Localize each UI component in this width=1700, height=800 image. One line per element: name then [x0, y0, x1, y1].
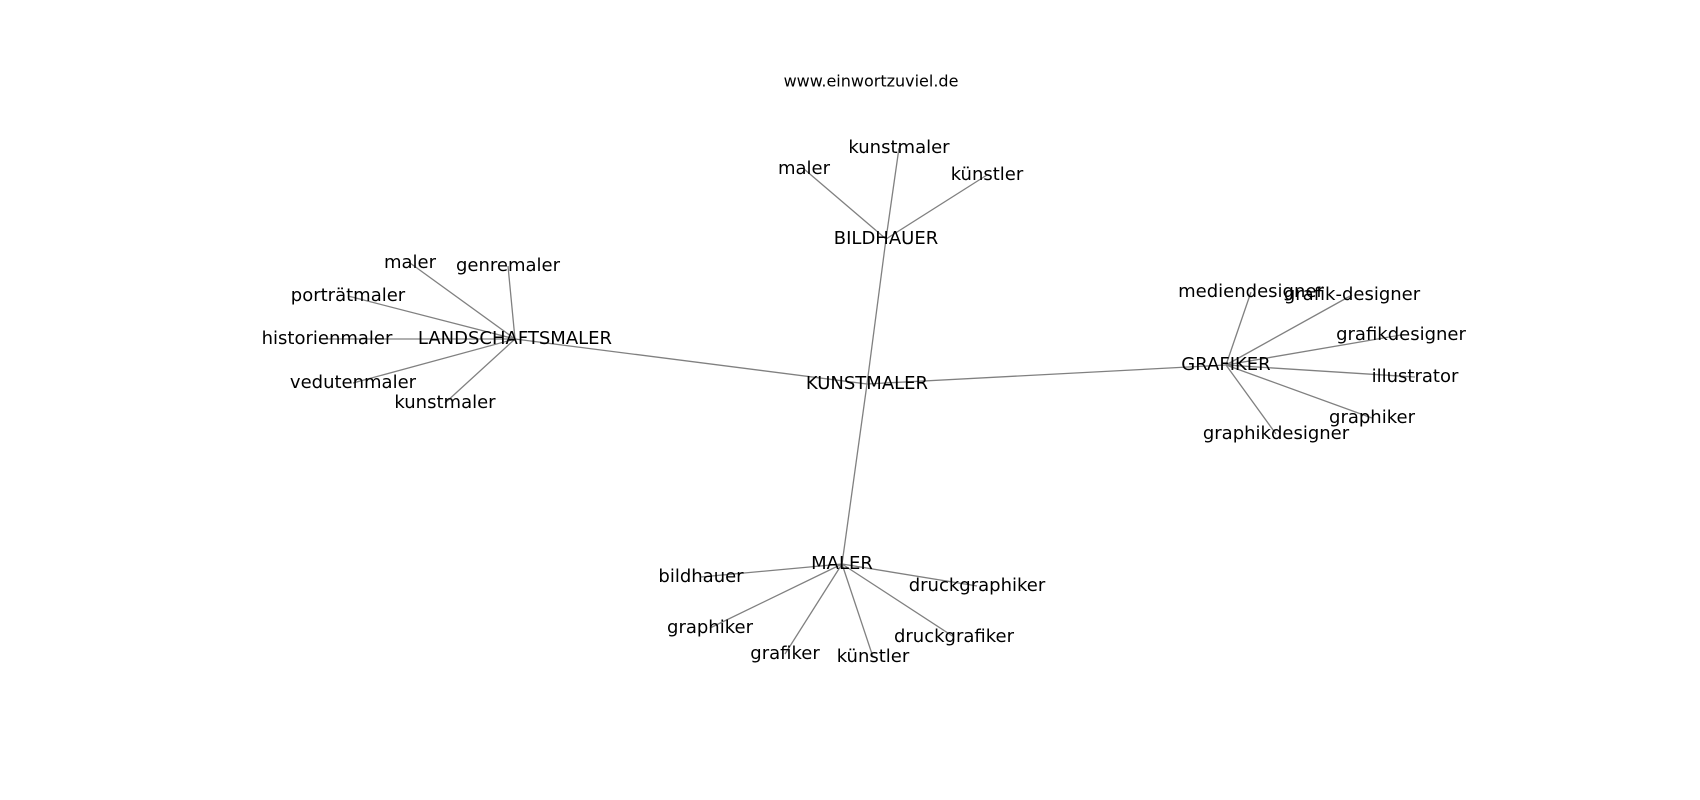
- edge-landschaftsmaler_hub-l_portraetmaler: [347, 295, 516, 340]
- node-label-l-portraetmaler: porträtmaler: [291, 285, 406, 306]
- edge-grafiker_hub-g_illustrator: [1225, 364, 1416, 378]
- node-label-g-graphikdesigner: graphikdesigner: [1203, 423, 1350, 444]
- edge-grafiker_hub-g_graphiker: [1225, 364, 1373, 419]
- node-label-m-druckgraphiker: druckgraphiker: [909, 575, 1046, 596]
- site-url-label: www.einwortzuviel.de: [784, 72, 959, 91]
- node-label-g-grafik-designer: grafik-designer: [1284, 284, 1421, 305]
- node-label-b-kunstmaler: kunstmaler: [848, 137, 950, 158]
- edge-kunstmaler_root-grafiker_hub: [866, 364, 1227, 385]
- node-label-g-illustrator: illustrator: [1372, 366, 1459, 387]
- node-label-grafiker-hub: GRAFIKER: [1181, 354, 1270, 375]
- node-label-l-maler: maler: [384, 252, 437, 273]
- edge-bildhauer_hub-b_kunstmaler: [885, 147, 900, 240]
- edge-grafiker_hub-g_grafikdesigner: [1225, 334, 1402, 366]
- edge-kunstmaler_root-maler_hub: [841, 383, 868, 565]
- node-label-landschaftsmaler-hub: LANDSCHAFTSMALER: [418, 328, 612, 349]
- edge-maler_hub-m_druckgraphiker: [841, 563, 978, 587]
- edge-grafiker_hub-g_grafik_designer: [1225, 294, 1353, 366]
- node-label-kunstmaler-root: KUNSTMALER: [806, 373, 928, 394]
- node-label-maler-hub: MALER: [811, 553, 873, 574]
- edge-maler_hub-m_druckgrafiker: [841, 563, 955, 638]
- edge-kunstmaler_root-landschaftsmaler_hub: [514, 338, 868, 385]
- node-label-g-graphiker: graphiker: [1329, 407, 1416, 428]
- edge-maler_hub-m_graphiker: [709, 563, 843, 629]
- edge-bildhauer_hub-b_maler: [803, 168, 887, 240]
- node-label-l-vedutenmaler: vedutenmaler: [290, 372, 417, 393]
- node-label-l-kunstmaler: kunstmaler: [394, 392, 496, 413]
- edge-landschaftsmaler_hub-l_kunstmaler: [444, 338, 516, 404]
- node-label-m-graphiker: graphiker: [667, 617, 754, 638]
- node-label-m-kuenstler: künstler: [837, 646, 910, 667]
- edge-maler_hub-m_bildhauer: [700, 563, 843, 578]
- node-label-g-grafikdesigner: grafikdesigner: [1336, 324, 1466, 345]
- node-label-b-maler: maler: [778, 158, 831, 179]
- node-label-b-kuenstler: künstler: [951, 164, 1024, 185]
- nodes-layer: KUNSTMALER BILDHAUER LANDSCHAFTSMALER GRAFI…: [262, 137, 1467, 667]
- node-label-m-bildhauer: bildhauer: [658, 566, 744, 587]
- node-label-l-genremaler: genremaler: [456, 255, 561, 276]
- node-label-m-druckgrafiker: druckgrafiker: [894, 626, 1015, 647]
- edge-landschaftsmaler_hub-l_genremaler: [507, 265, 516, 340]
- node-label-l-historienmaler: historienmaler: [262, 328, 393, 349]
- node-label-g-mediendesigner: mediendesigner: [1178, 281, 1324, 302]
- edge-landschaftsmaler_hub-l_maler: [409, 262, 516, 340]
- edge-landschaftsmaler_hub-l_vedutenmaler: [352, 338, 516, 384]
- edge-maler_hub-m_grafiker: [784, 563, 843, 655]
- node-label-m-grafiker: grafiker: [750, 643, 820, 664]
- edge-grafiker_hub-g_mediendesigner: [1225, 291, 1252, 366]
- edge-grafiker_hub-g_graphikdesigner: [1225, 364, 1277, 435]
- edges-layer: [327, 147, 1416, 658]
- edge-bildhauer_hub-b_kuenstler: [885, 174, 988, 240]
- edge-kunstmaler_root-bildhauer_hub: [866, 238, 887, 385]
- node-label-bildhauer-hub: BILDHAUER: [834, 228, 938, 249]
- edge-maler_hub-m_kuenstler: [841, 563, 874, 658]
